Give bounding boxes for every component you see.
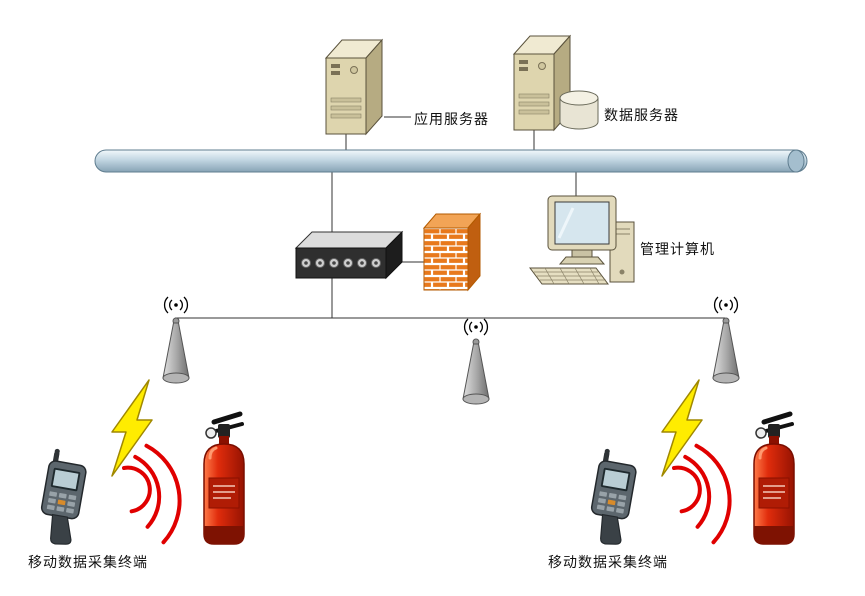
label-terminal-left: 移动数据采集终端 [28, 555, 148, 571]
lightning-bolt-right [661, 379, 703, 477]
label-application-server: 应用服务器 [414, 112, 489, 128]
application-server-icon [325, 39, 383, 135]
rfid-waves-right [668, 439, 740, 549]
firewall-brick-wall-icon [422, 212, 482, 292]
label-management-computer: 管理计算机 [640, 242, 715, 258]
database-cylinder-icon [559, 90, 599, 130]
radio-signal-icon [463, 318, 489, 336]
label-terminal-right: 移动数据采集终端 [548, 555, 668, 571]
fire-extinguisher-right [754, 414, 794, 544]
fire-extinguisher-left [204, 414, 244, 544]
network-backbone-pipe [94, 149, 808, 173]
rfid-waves-left [118, 439, 190, 549]
lightning-bolt-left [111, 379, 153, 477]
wireless-antenna-right [712, 317, 740, 384]
wireless-antenna-left [162, 317, 190, 384]
wireless-antenna-middle [462, 338, 490, 405]
desktop-computer-icon [529, 195, 635, 285]
handheld-terminal-left [35, 447, 90, 548]
label-data-server: 数据服务器 [604, 108, 679, 124]
switch-hub-icon [294, 230, 404, 280]
radio-signal-icon [713, 296, 739, 314]
radio-signal-icon [163, 296, 189, 314]
handheld-terminal-right [585, 447, 640, 548]
